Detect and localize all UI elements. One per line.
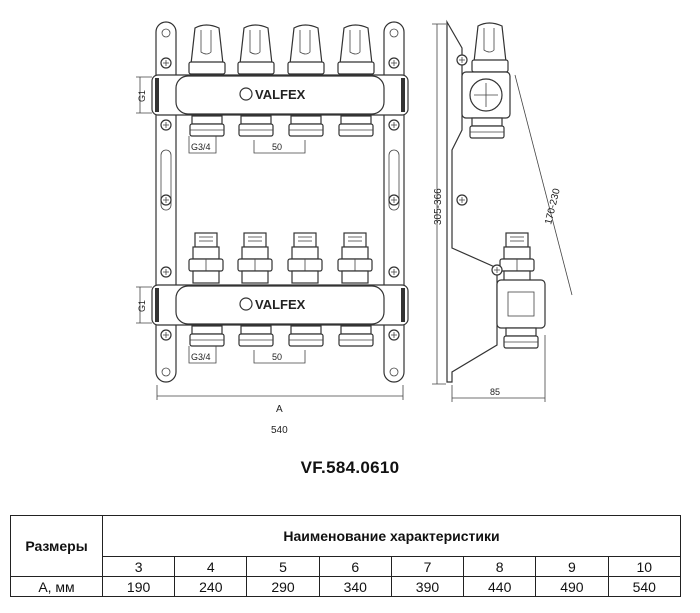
depth-label: 85	[490, 387, 500, 397]
dimension-value: 440	[463, 576, 537, 597]
height-range-label: 305-366	[433, 188, 444, 225]
inlet-thread-label: G1	[137, 300, 147, 312]
valfex-logo: VALFEX	[255, 297, 306, 312]
row-header: Размеры	[10, 515, 103, 577]
manifold-technical-drawing: VALFEX VALFEX G1 G1 G3/4 50 G3/4 50 A 54…	[136, 19, 573, 436]
dimensions-table: Размеры Наименование характеристики 3 4 …	[10, 515, 682, 597]
row-label: А, мм	[10, 576, 103, 597]
model-number: VF.584.0610	[300, 458, 400, 477]
outlet-thread-label: G3/4	[191, 352, 211, 362]
outlet-count: 9	[535, 556, 609, 577]
dimension-value: 240	[174, 576, 248, 597]
outlet-count: 7	[390, 556, 465, 577]
inlet-thread-label: G1	[137, 90, 147, 102]
outlet-thread-label: G3/4	[191, 142, 211, 152]
pitch-label: 50	[272, 142, 282, 152]
outlet-count: 10	[607, 556, 682, 577]
outlet-count: 5	[246, 556, 320, 577]
dimension-value: 340	[318, 576, 392, 597]
dimension-value: 390	[390, 576, 465, 597]
dimension-value: 190	[101, 576, 176, 597]
supply-manifold: VALFEX	[151, 24, 409, 137]
outlet-count: 3	[101, 556, 176, 577]
dimension-value: 290	[246, 576, 320, 597]
outlet-count: 6	[318, 556, 392, 577]
outlet-count: 8	[463, 556, 537, 577]
dimension-value: 490	[535, 576, 609, 597]
outlet-count: 4	[174, 556, 248, 577]
dimension-value: 540	[607, 576, 682, 597]
return-manifold: VALFEX	[151, 232, 409, 347]
width-value: 540	[271, 425, 288, 436]
width-label: A	[276, 404, 283, 415]
front-dimensions: G1 G1 G3/4 50 G3/4 50 A 540	[136, 76, 404, 436]
group-header: Наименование характеристики	[102, 515, 681, 557]
bar-distance-label: 170-230	[543, 187, 563, 226]
pitch-label: 50	[272, 352, 282, 362]
side-view	[446, 19, 546, 383]
valfex-logo: VALFEX	[255, 87, 306, 102]
